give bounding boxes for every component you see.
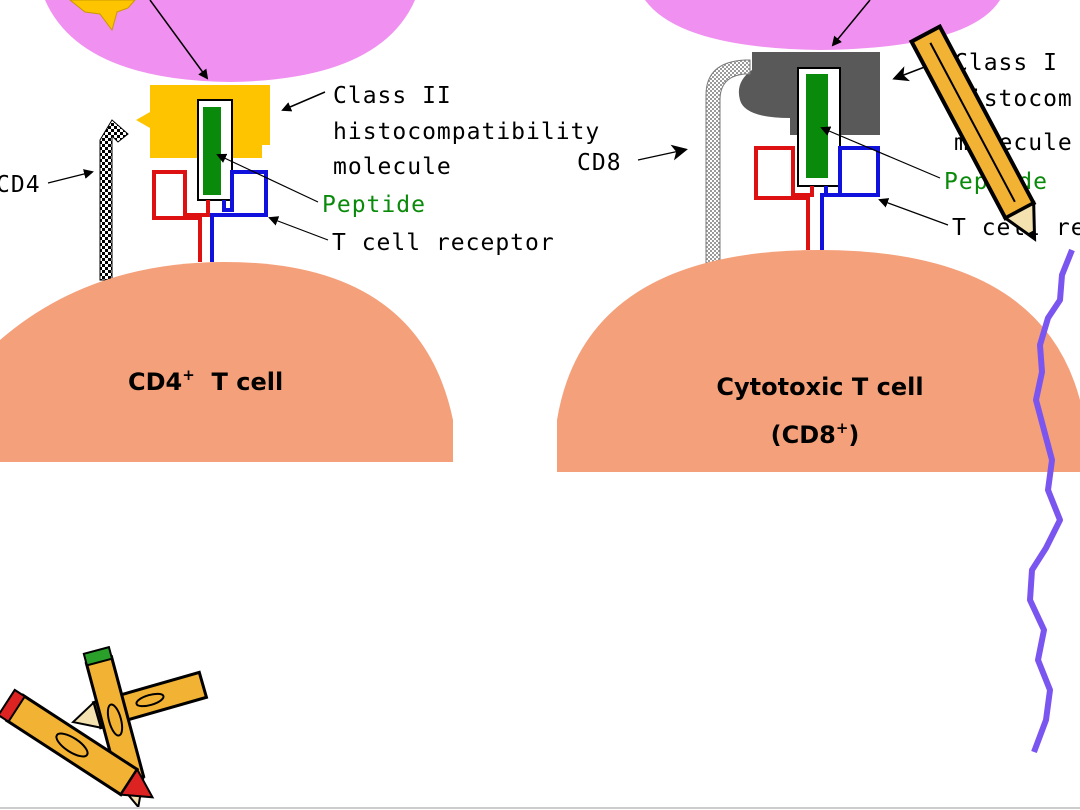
cd4-t-cell (0, 262, 453, 462)
apc-arrow-right (831, 0, 871, 47)
crossed-pencils-icon (0, 645, 209, 810)
cd4-label: CD4 (0, 172, 41, 198)
cd8-coreceptor (705, 59, 751, 271)
class1-molecule (738, 52, 880, 135)
cytotoxic-t-cell (557, 250, 1080, 472)
cd8-label: CD8 (577, 150, 622, 176)
cytotoxic-t-cell-label-line1: Cytotoxic T cell (716, 373, 923, 401)
class2-label-line2: histocompatibility (333, 119, 600, 145)
class2-label-line1: Class II (333, 83, 452, 109)
class2-label-line3: molecule (333, 154, 452, 180)
left-panel: Class II histocompatibility molecule Pep… (0, 0, 600, 462)
class2-molecule (136, 85, 270, 158)
peptide-left (203, 107, 221, 195)
cd4-t-cell-label: CD4+ T cell (128, 366, 283, 396)
class1-label-line1: Class I (954, 50, 1058, 76)
apc-arrow-left (149, 0, 209, 80)
tcr-alpha-left (152, 170, 210, 262)
peptide-pointer-left (216, 153, 319, 203)
cd8-pointer (637, 144, 688, 161)
tcr-beta-right (820, 146, 880, 250)
tcr-label-left: T cell receptor (332, 230, 555, 256)
star-icon (69, 0, 136, 32)
cd4-coreceptor (99, 119, 129, 281)
cytotoxic-t-cell-label-line2: (CD8+) (771, 419, 860, 449)
peptide-right (806, 74, 828, 178)
class2-pointer (281, 91, 326, 112)
tcr-pointer-left (268, 216, 329, 241)
tcr-beta-left (210, 170, 268, 262)
right-panel: Class I histocom molecule Peptide T cell… (557, 0, 1080, 472)
tcr-pointer-right (878, 198, 949, 226)
apc-cell-left (45, 0, 415, 82)
purple-squiggle (1027, 248, 1075, 754)
apc-cell-right (645, 0, 1000, 50)
pencil-icon (908, 23, 1037, 242)
tcr-alpha-right (754, 146, 814, 250)
peptide-pointer-right (820, 126, 941, 179)
peptide-label-left: Peptide (322, 192, 426, 218)
cd4-pointer (47, 169, 94, 184)
